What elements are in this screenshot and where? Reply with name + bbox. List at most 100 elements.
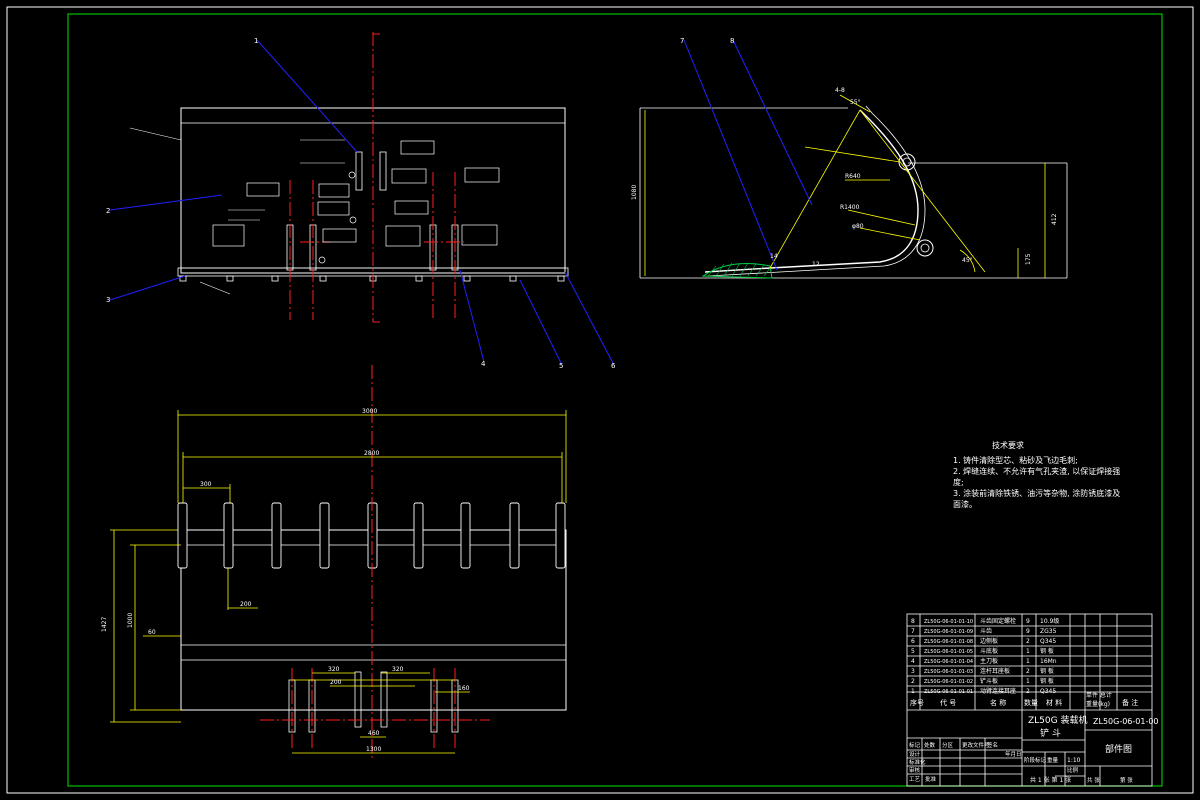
top-view-teeth <box>177 502 566 569</box>
footer-label: 第 张 <box>1120 776 1133 784</box>
front-centerlines <box>289 32 464 322</box>
dim-r3: φ80 <box>852 223 864 230</box>
drawing-subtitle: 铲 斗 <box>1040 727 1061 739</box>
parts-cell-code: ZL50G-06-01-01-09 <box>924 629 973 635</box>
callout-4: 4 <box>481 360 486 368</box>
parts-cell-code: ZL50G-06-01-01-02 <box>924 679 973 685</box>
callouts: 1 2 3 4 5 6 7 8 <box>106 37 734 370</box>
header-name: 名 称 <box>990 698 1006 707</box>
tech-req-heading: 技术要求 <box>992 441 1024 450</box>
dim-r2: R1400 <box>840 204 860 211</box>
dim-lower-e: 460 <box>368 730 380 737</box>
parts-cell-material: Q345 <box>1040 688 1056 695</box>
tech-req-item-3: 3. 涂装前清除铁锈、油污等杂物, 涂防锈底漆及面漆。 <box>953 489 1121 509</box>
footer-label: 批准 <box>925 775 937 783</box>
callout-7: 7 <box>680 37 684 45</box>
parts-cell-code: ZL50G-06-01-01-05 <box>924 649 973 655</box>
parts-cell-code: ZL50G-06-01-01-10 <box>924 619 973 625</box>
side-leaders <box>683 39 813 271</box>
header-remark: 备 注 <box>1122 698 1138 707</box>
footer-label: 更改文件号 <box>962 741 990 749</box>
footer-label: 标准化 <box>909 758 926 766</box>
drawing-number: ZL50G-06-01-00 <box>1093 717 1159 726</box>
top-view <box>110 365 567 760</box>
parts-cell-material: 16Mn <box>1040 658 1057 665</box>
parts-cell-no: 5 <box>911 648 915 655</box>
drawing-title: ZL50G 装载机 <box>1028 714 1087 726</box>
document-type: 部件图 <box>1105 743 1132 755</box>
parts-cell-material: 钢 板 <box>1040 667 1054 675</box>
parts-cell-no: 6 <box>911 638 915 645</box>
parts-cell-name: 斗底板 <box>980 647 998 655</box>
title-footer-labels: 标记处数分区更改文件号签名年月日设计标准化审核工艺批准阶段标记重量比例共 张第 … <box>909 741 1133 784</box>
parts-cell-qty: 1 <box>1026 678 1030 685</box>
parts-cell-no: 8 <box>911 618 915 625</box>
callout-3: 3 <box>106 296 110 304</box>
footer-label: 处数 <box>924 741 936 749</box>
footer-label: 共 张 <box>1087 776 1100 784</box>
callout-1: 1 <box>254 37 258 45</box>
footer-label: 审核 <box>909 766 921 774</box>
front-view-teeth <box>179 275 565 282</box>
dim-side-small: 175 <box>1025 253 1032 265</box>
parts-cell-code: ZL50G-06-01-01-08 <box>924 639 973 645</box>
dim-lower-c: 200 <box>330 679 342 686</box>
dim-side-arc: 55° <box>850 99 861 106</box>
footer-label: 标记 <box>909 741 921 749</box>
parts-cell-name: 边侧板 <box>980 637 998 645</box>
side-view <box>639 39 1068 279</box>
parts-cell-no: 3 <box>911 668 915 675</box>
dim-side-bottom2: 14 <box>770 253 778 260</box>
parts-cell-material: ZG35 <box>1040 628 1057 635</box>
tech-req-item-2: 2. 焊缝连续、不允许有气孔夹渣, 以保证焊接强度; <box>953 467 1121 487</box>
parts-cell-qty: 2 <box>1026 668 1030 675</box>
parts-cell-name: 连杆耳座板 <box>980 667 1010 675</box>
parts-cell-qty: 1 <box>1026 648 1030 655</box>
title-block <box>906 613 1153 787</box>
parts-cell-qty: 9 <box>1026 628 1030 635</box>
footer-label: 年月日 <box>1005 750 1022 758</box>
callout-5: 5 <box>559 362 563 370</box>
header-no: 序号 <box>910 698 924 707</box>
parts-cell-qty: 1 <box>1026 658 1030 665</box>
parts-cell-name: 铲斗板 <box>980 677 998 685</box>
cutting-edge-section <box>701 263 773 279</box>
footer-label: 签名 <box>987 741 998 749</box>
leader-lines <box>109 39 615 366</box>
dim-height-total: 1427 <box>101 617 108 632</box>
weld-symbols <box>212 140 500 247</box>
parts-cell-no: 7 <box>911 628 915 635</box>
bucket-profile <box>704 109 919 273</box>
parts-cell-code: ZL50G-06-01-01-04 <box>924 659 973 665</box>
parts-cell-qty: 2 <box>1026 638 1030 645</box>
dim-side-height: 1080 <box>631 185 638 200</box>
footer-label: 比例 <box>1067 766 1079 774</box>
top-dim-lines <box>110 410 567 754</box>
parts-cell-name: 主刀板 <box>980 657 998 665</box>
parts-cell-material: 钢 板 <box>1040 647 1054 655</box>
dimension-texts: 3000 2800 300 1427 1000 60 200 320 320 2… <box>101 87 1058 753</box>
technical-requirements: 技术要求 1. 铸件清除型芯、粘砂及飞边毛刺; 2. 焊缝连续、不允许有气孔夹渣… <box>953 440 1123 510</box>
parts-cell-code: ZL50G-06-01-01-03 <box>924 669 973 675</box>
parts-cell-no: 1 <box>911 688 915 695</box>
tech-req-item-1: 1. 铸件清除型芯、粘砂及飞边毛刺; <box>953 456 1078 465</box>
front-view <box>109 32 615 366</box>
dim-lower-g: 1300 <box>366 746 381 753</box>
parts-cell-qty: 2 <box>1026 688 1030 695</box>
dim-overall-width: 3000 <box>362 408 377 415</box>
header-weight: 单件 总计 <box>1086 691 1112 699</box>
header-qty: 数量 <box>1024 698 1038 707</box>
dim-angle: 45° <box>962 257 973 264</box>
header-code: 代 号 <box>940 698 956 707</box>
callout-8: 8 <box>730 37 734 45</box>
footer-label: 分区 <box>942 741 954 749</box>
sheet-count: 共 1 张 第 1 张 <box>1030 776 1071 784</box>
parts-cell-material: Q345 <box>1040 638 1056 645</box>
dim-lower-a: 320 <box>328 666 340 673</box>
drawing-frame <box>67 13 1163 787</box>
footer-label: 设计 <box>909 750 921 758</box>
dim-lower-d: 160 <box>458 685 470 692</box>
parts-cell-name: 动臂连接耳座 <box>980 687 1016 695</box>
parts-cell-qty: 9 <box>1026 618 1030 625</box>
dim-height-body: 1000 <box>127 613 134 628</box>
